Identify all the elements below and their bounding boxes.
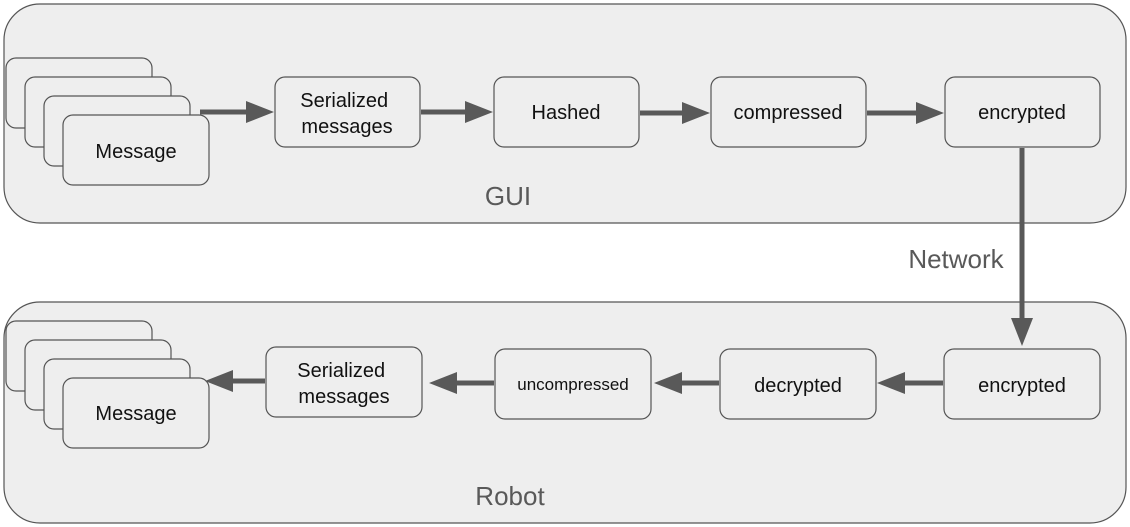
robot-arrow-decrypted-to-uncompressed [654,372,719,394]
robot-message-stack: Message [5,320,210,449]
gui-arrow-compressed-to-encrypted [867,102,944,124]
gui-compressed-box [710,76,867,148]
robot-arrow-uncompressed-to-serialized [429,372,494,394]
gui-encrypted-label: encrypted [978,102,1066,124]
gui-hashed-label: Hashed [532,102,601,124]
robot-arrow-serialized-to-message [205,370,265,392]
gui-serialized-line-2: messages [301,116,392,138]
gui-message-stack: Message [5,57,210,186]
robot-encrypted-label: encrypted [978,375,1066,397]
robot-decrypted-box [719,348,877,420]
robot-arrow-encrypted-to-decrypted [877,372,943,394]
robot-serialized-line-1: Serialized [297,360,385,382]
gui-message-box [62,114,210,186]
gui-arrow-hashed-to-compressed [640,102,710,124]
network-arrow [1011,148,1033,346]
gui-encrypted-box [944,76,1101,148]
robot-message-label: Message [95,403,176,425]
robot-panel-label: Robot [475,481,545,511]
robot-encrypted-box [943,348,1101,420]
robot-decrypted-label: decrypted [754,375,842,397]
robot-uncompressed-label: uncompressed [517,375,629,394]
robot-uncompressed-box [494,348,652,420]
gui-hashed-box [493,76,640,148]
network-label: Network [908,244,1004,274]
robot-serialized-label: Serialized messages [297,360,390,408]
gui-message-label: Message [95,141,176,163]
gui-arrow-serialized-to-hashed [421,101,493,123]
gui-arrow-message-to-serialized [200,101,274,123]
robot-serialized-box [265,346,423,418]
robot-message-box [62,377,210,449]
gui-serialized-box [274,76,421,148]
gui-compressed-label: compressed [734,102,843,124]
robot-serialized-line-2: messages [298,386,389,408]
gui-panel-label: GUI [485,181,531,211]
gui-serialized-line-1: Serialized [300,90,388,112]
gui-serialized-label: Serialized messages [300,90,393,138]
